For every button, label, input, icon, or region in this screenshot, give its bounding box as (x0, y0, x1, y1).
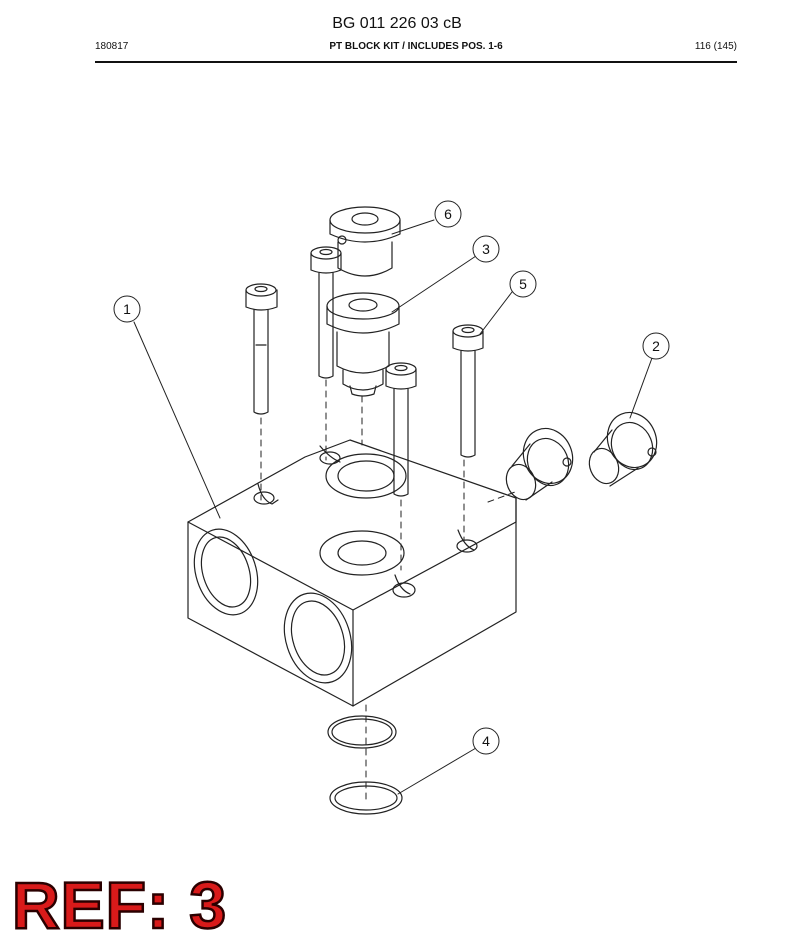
page-number: 116 (145) (694, 41, 737, 52)
leader-lines (133, 219, 653, 795)
date-code: 180817 (95, 41, 129, 52)
callout-1: 1 (113, 295, 141, 323)
callout-label: 4 (482, 733, 490, 749)
cap-screws-part-5 (245, 246, 484, 497)
callout-label: 6 (444, 206, 452, 222)
callout-label: 1 (123, 301, 131, 317)
callout-2: 2 (642, 332, 670, 360)
callout-label: 5 (519, 276, 527, 292)
assembly-axes (260, 379, 516, 801)
callout-5: 5 (509, 270, 537, 298)
ref-stamp: REF: 3 (11, 868, 228, 942)
callout-label: 3 (482, 241, 490, 257)
header-rule (95, 61, 737, 63)
insert-part-3 (326, 292, 400, 397)
callout-3: 3 (472, 235, 500, 263)
sleeves-part-2 (505, 411, 658, 501)
callout-4: 4 (472, 727, 500, 755)
plug-part-6 (329, 206, 401, 277)
callout-label: 2 (652, 338, 660, 354)
document-number: BG 011 226 03 cB (332, 15, 462, 32)
o-rings-part-4 (327, 715, 403, 815)
page-title: PT BLOCK KIT / INCLUDES POS. 1-6 (329, 41, 503, 52)
block-part-1 (187, 439, 517, 707)
callout-6: 6 (434, 200, 462, 228)
